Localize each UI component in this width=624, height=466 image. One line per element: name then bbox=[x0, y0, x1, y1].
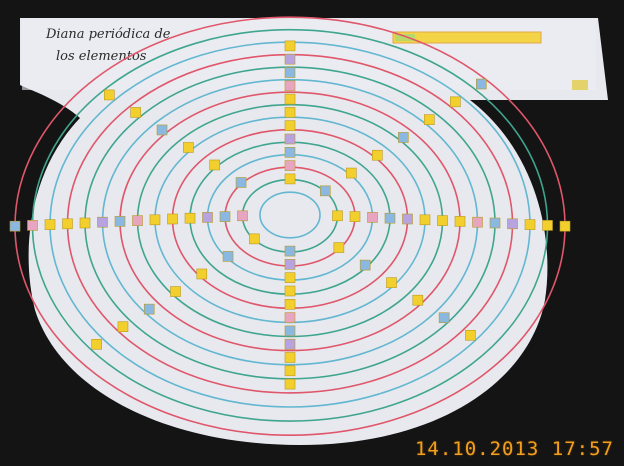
label-sticker-strip bbox=[392, 31, 542, 44]
element-sticker bbox=[284, 365, 296, 377]
element-sticker bbox=[27, 220, 38, 231]
element-sticker bbox=[284, 53, 296, 65]
element-sticker bbox=[284, 173, 296, 185]
date-stamp: 14.10.2013 17:57 bbox=[414, 438, 614, 460]
element-sticker bbox=[450, 96, 461, 108]
element-sticker bbox=[437, 215, 448, 226]
element-sticker bbox=[284, 312, 296, 323]
ring bbox=[259, 191, 321, 239]
element-sticker bbox=[132, 215, 143, 226]
element-sticker bbox=[284, 298, 296, 310]
element-sticker bbox=[114, 216, 126, 227]
element-sticker bbox=[332, 210, 343, 222]
element-sticker bbox=[419, 214, 431, 226]
element-sticker bbox=[465, 329, 476, 341]
element-sticker bbox=[284, 378, 296, 390]
poster-title-line1: Diana periódica de bbox=[45, 27, 171, 42]
element-sticker bbox=[235, 177, 247, 188]
element-sticker bbox=[284, 93, 296, 105]
element-sticker bbox=[349, 211, 361, 222]
element-sticker bbox=[284, 285, 296, 297]
element-sticker bbox=[559, 220, 571, 232]
element-sticker bbox=[170, 286, 181, 297]
element-sticker bbox=[62, 218, 73, 230]
element-sticker bbox=[249, 233, 260, 245]
element-sticker bbox=[424, 114, 435, 125]
element-sticker bbox=[97, 216, 108, 228]
element-sticker bbox=[284, 325, 296, 337]
element-sticker bbox=[284, 40, 296, 52]
element-sticker bbox=[367, 212, 378, 223]
element-sticker bbox=[284, 80, 296, 92]
element-sticker bbox=[319, 185, 331, 197]
element-sticker bbox=[219, 211, 231, 222]
element-sticker bbox=[202, 212, 213, 223]
element-sticker bbox=[346, 167, 357, 179]
element-sticker bbox=[412, 294, 424, 306]
element-stickers bbox=[9, 40, 571, 390]
element-sticker bbox=[222, 251, 234, 262]
element-sticker bbox=[542, 220, 553, 231]
element-sticker bbox=[386, 277, 397, 288]
element-sticker bbox=[472, 216, 483, 228]
element-sticker bbox=[167, 213, 178, 225]
element-sticker bbox=[284, 107, 296, 118]
element-sticker bbox=[209, 159, 221, 171]
element-sticker bbox=[183, 142, 194, 153]
element-sticker bbox=[398, 132, 409, 143]
element-sticker bbox=[402, 213, 413, 225]
element-sticker bbox=[284, 259, 296, 270]
element-sticker bbox=[117, 321, 129, 333]
element-sticker bbox=[507, 218, 518, 230]
element-sticker bbox=[196, 268, 208, 280]
element-sticker bbox=[284, 147, 296, 158]
element-sticker bbox=[130, 107, 141, 118]
element-sticker bbox=[91, 338, 102, 350]
element-sticker bbox=[333, 242, 345, 253]
element-sticker bbox=[284, 338, 296, 350]
element-sticker bbox=[284, 245, 296, 257]
element-sticker bbox=[359, 259, 371, 271]
element-sticker bbox=[476, 78, 487, 90]
poster-title-line2: los elementos bbox=[56, 49, 147, 64]
element-sticker bbox=[284, 160, 296, 171]
element-sticker bbox=[284, 120, 296, 131]
corner-sticker bbox=[572, 80, 588, 90]
element-sticker bbox=[79, 217, 91, 229]
element-sticker bbox=[489, 217, 501, 229]
element-sticker bbox=[9, 220, 21, 232]
element-sticker bbox=[143, 303, 155, 315]
element-sticker bbox=[524, 219, 536, 230]
element-sticker bbox=[284, 352, 296, 363]
label-sticker-highlight bbox=[395, 34, 415, 41]
element-sticker bbox=[237, 210, 248, 222]
element-sticker bbox=[156, 124, 168, 136]
element-sticker bbox=[384, 212, 396, 224]
element-sticker bbox=[284, 272, 296, 284]
element-sticker bbox=[184, 212, 196, 224]
element-sticker bbox=[149, 214, 161, 226]
element-sticker bbox=[372, 149, 383, 161]
element-sticker bbox=[44, 219, 56, 230]
element-sticker bbox=[284, 67, 296, 78]
element-sticker bbox=[454, 216, 466, 227]
element-sticker bbox=[104, 89, 115, 101]
element-sticker bbox=[438, 312, 450, 324]
element-sticker bbox=[284, 133, 296, 145]
